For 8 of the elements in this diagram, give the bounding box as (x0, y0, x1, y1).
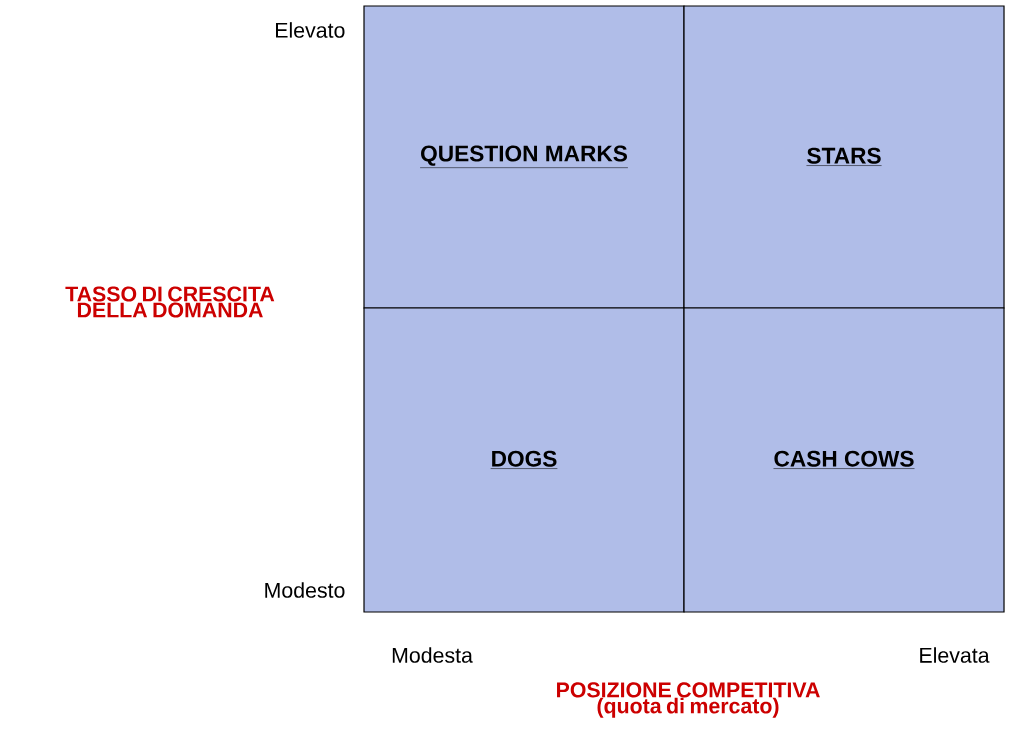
axis-value: Elevata (920, 647, 990, 663)
axis-title: TASSO DI CRESCITA DELLA DOMANDA (65, 286, 275, 318)
axis-title: POSIZIONE COMPETITIVA (quota di mercato) (557, 682, 820, 718)
quadrant-cell: CASH COWS (683, 307, 1005, 613)
quadrant-cell: STARS (683, 5, 1005, 309)
quadrant-cell: QUESTION MARKS (363, 5, 685, 309)
axis-value: Modesta (392, 647, 473, 663)
quadrant-cell: DOGS (363, 307, 685, 613)
